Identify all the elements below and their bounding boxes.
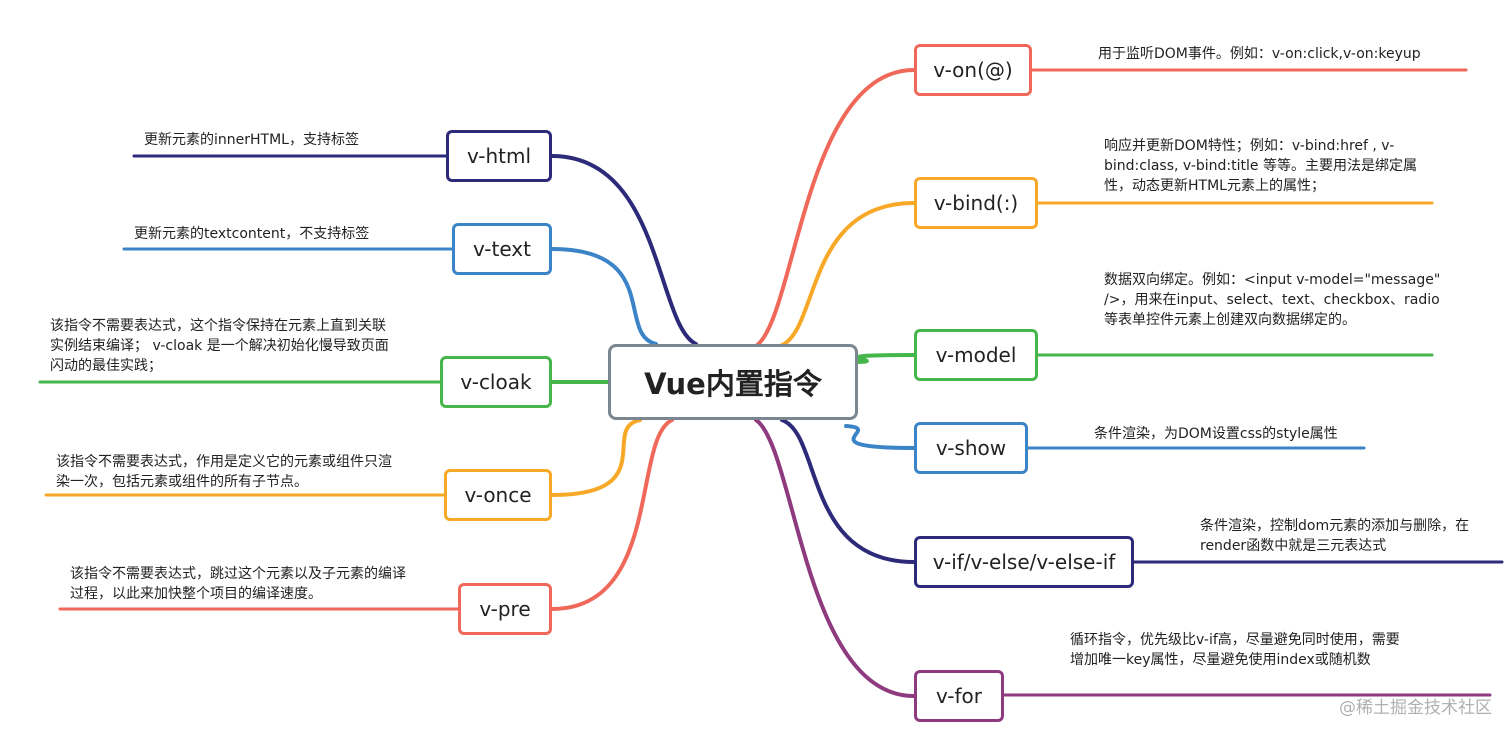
branch-right-2 [854,353,916,364]
desc-v-for: 循环指令，优先级比v-if高，尽量避免同时使用，需要增加唯一key属性，尽量避免… [1070,632,1400,668]
desc-v-pre: 该指令不需要表达式，跳过这个元素以及子元素的编译过程，以此来加快整个项目的编译速… [70,566,406,602]
desc-v-once: 该指令不需要表达式，作用是定义它的元素或组件只渲染一次，包括元素或组件的所有子节… [56,454,392,490]
desc-v-on: 用于监听DOM事件。例如：v-on:click,v-on:keyup [1098,46,1421,62]
branch-right-1 [778,201,916,348]
desc-v-model: 数据双向绑定。例如：<input v-model="message" />，用来… [1104,272,1441,328]
node-v-html[interactable]: v-html [446,130,552,182]
central-topic: Vue内置指令 [608,344,858,420]
node-v-pre[interactable]: v-pre [458,583,552,635]
branch-right-3 [844,424,916,450]
node-v-on[interactable]: v-on(@) [914,44,1032,96]
branch-left-4 [550,418,674,611]
node-v-show[interactable]: v-show [914,422,1028,474]
node-v-cloak[interactable]: v-cloak [440,356,552,408]
node-v-if[interactable]: v-if/v-else/v-else-if [914,536,1134,588]
watermark: @稀土掘金技术社区 [1339,698,1492,718]
branch-right-5 [754,418,916,698]
desc-v-if: 条件渲染，控制dom元素的添加与删除，在render函数中就是三元表达式 [1200,518,1470,554]
desc-v-html: 更新元素的innerHTML，支持标签 [144,132,359,148]
node-v-model[interactable]: v-model [914,329,1038,381]
branch-right-4 [780,418,916,564]
desc-v-bind: 响应并更新DOM特性；例如：v-bind:href , v-bind:class… [1104,138,1417,194]
branch-right-0 [754,68,916,348]
desc-v-text: 更新元素的textcontent，不支持标签 [134,226,370,242]
node-v-text[interactable]: v-text [452,223,552,275]
node-v-once[interactable]: v-once [444,469,552,521]
node-v-bind[interactable]: v-bind(:) [914,177,1038,229]
desc-v-show: 条件渲染，为DOM设置css的style属性 [1094,426,1338,442]
branch-left-0 [550,154,698,346]
node-v-for[interactable]: v-for [914,670,1004,722]
branch-left-1 [550,247,658,346]
desc-v-cloak: 该指令不需要表达式，这个指令保持在元素上直到关联实例结束编译； v-cloak … [50,318,389,374]
branch-left-3 [550,418,642,497]
